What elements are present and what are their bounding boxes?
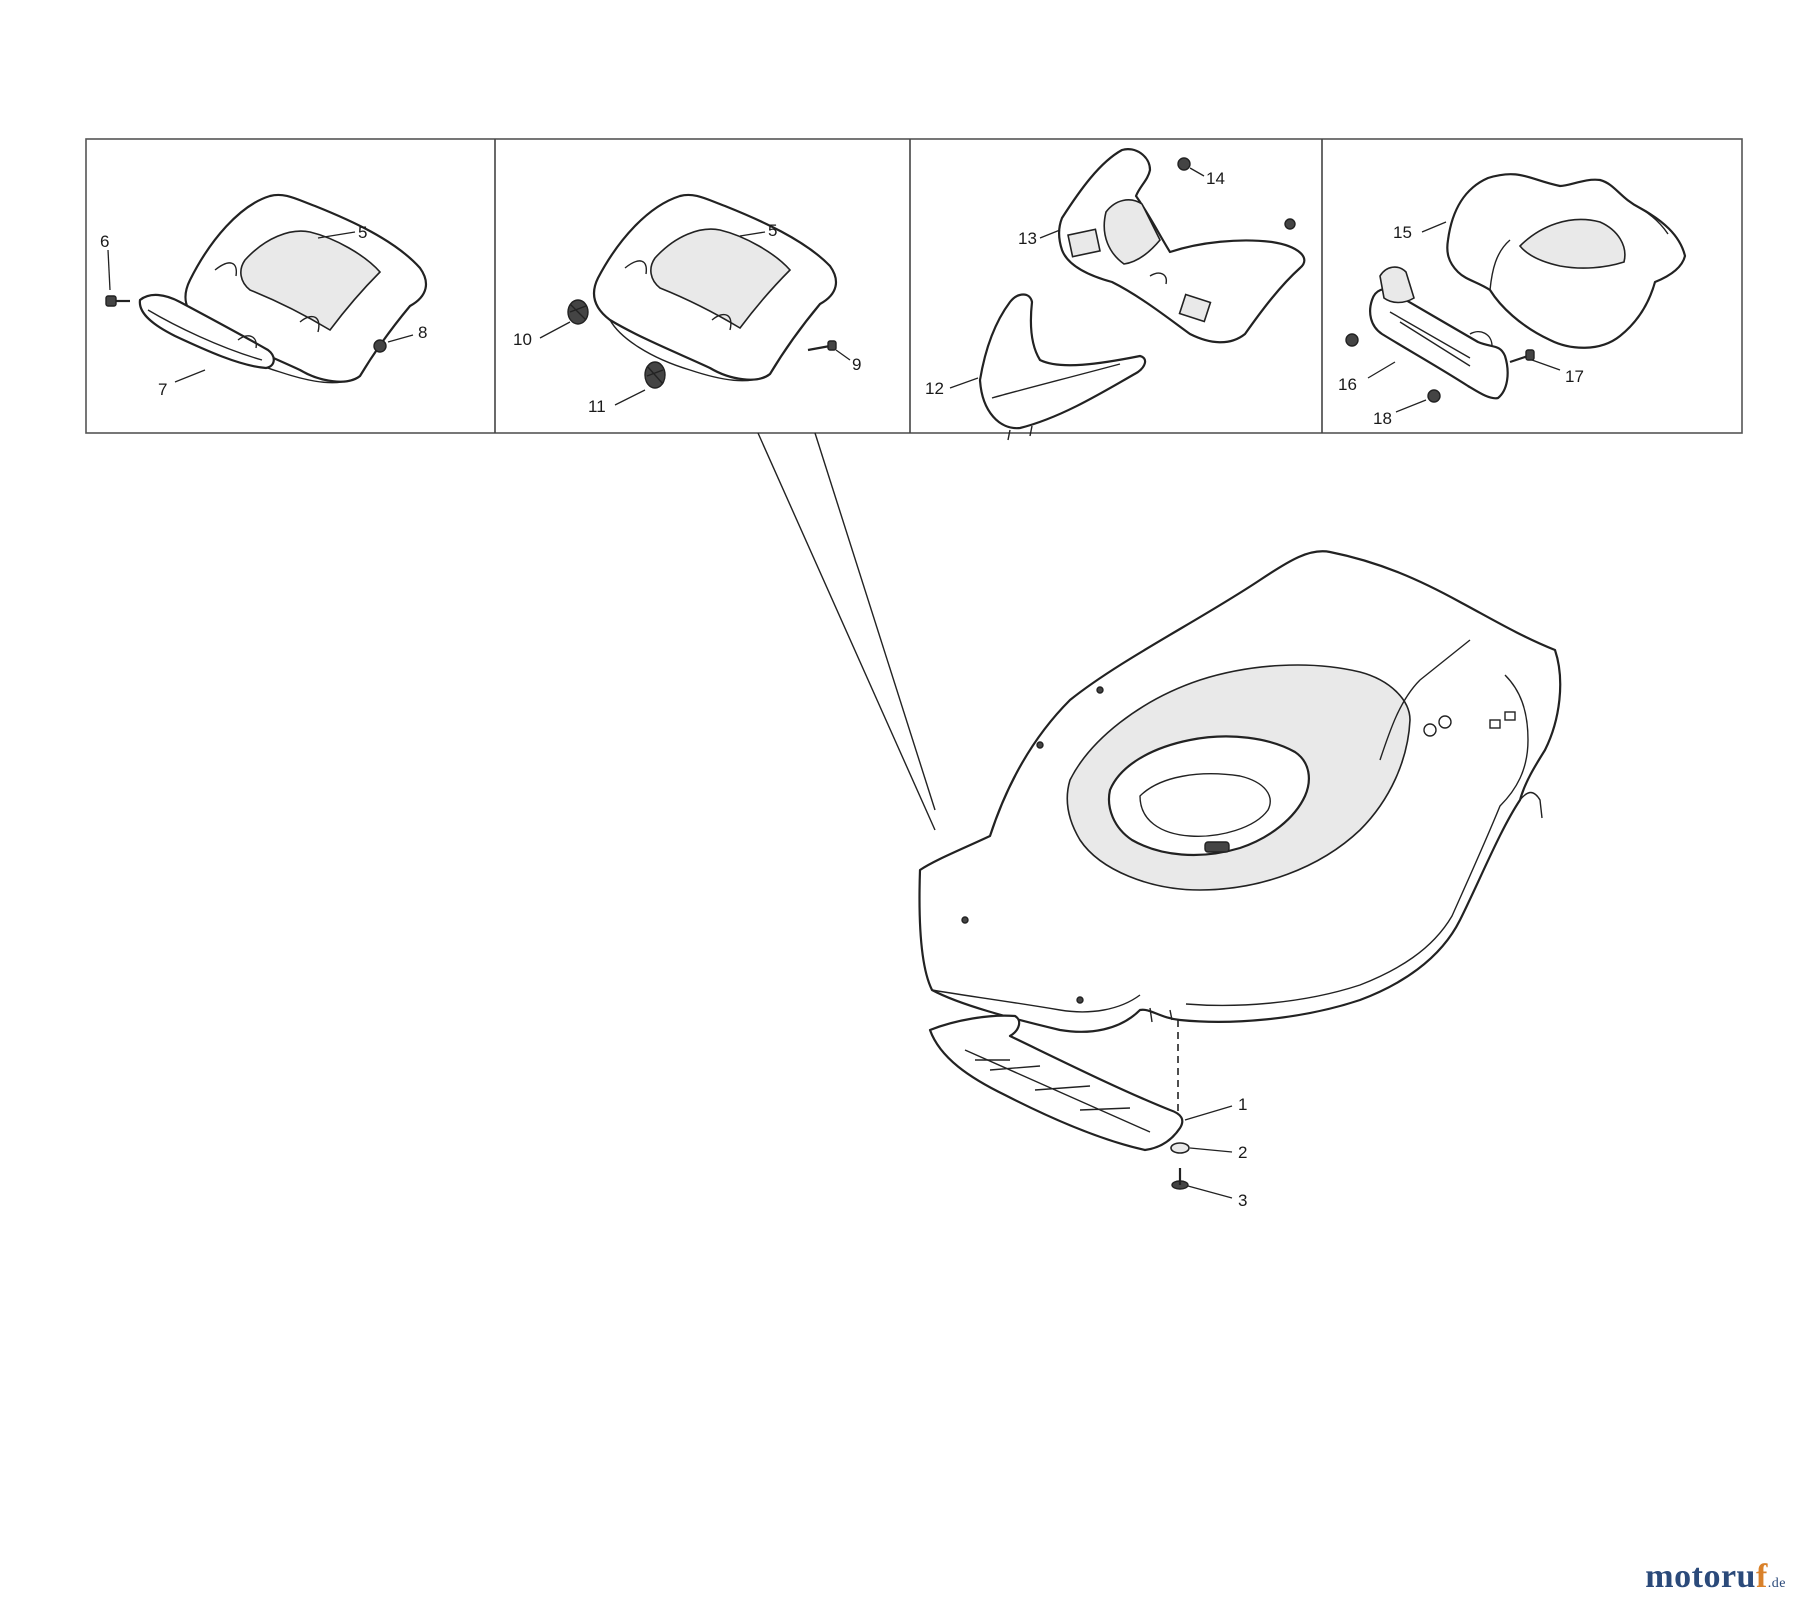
watermark-tld: .de [1767, 1576, 1786, 1591]
watermark-main: motoru [1645, 1558, 1756, 1595]
label-16: 16 [1338, 375, 1357, 394]
screw-3 [1171, 1168, 1189, 1190]
handle-7 [138, 293, 275, 370]
flap-12 [978, 293, 1147, 441]
bracket-16 [1369, 266, 1509, 400]
label-14: 14 [1206, 169, 1225, 188]
label-5-panel2: 5 [768, 221, 777, 240]
grass-bag-15 [1446, 173, 1687, 349]
nut-8 [373, 339, 387, 353]
label-11: 11 [588, 397, 606, 416]
label-2: 2 [1238, 1143, 1247, 1162]
label-1: 1 [1238, 1095, 1247, 1114]
label-3: 3 [1238, 1191, 1247, 1210]
spring-10 [567, 299, 589, 325]
screw-14 [1177, 157, 1191, 171]
cover-13 [1057, 148, 1306, 344]
panel-2: 5 10 11 9 [513, 193, 861, 416]
plate-1 [928, 1014, 1184, 1152]
panel-1: 6 5 7 8 [100, 193, 427, 399]
rear-flap-5-panel2 [592, 193, 838, 382]
callout-lines [757, 432, 936, 831]
label-6: 6 [100, 232, 109, 251]
nut-16-left [1345, 333, 1359, 347]
watermark-logo: motoruf.de [1645, 1558, 1786, 1596]
nut-18 [1427, 389, 1441, 403]
mower-deck [918, 550, 1562, 1033]
label-18: 18 [1373, 409, 1392, 428]
screw-6 [105, 295, 130, 307]
label-17: 17 [1565, 367, 1584, 386]
panel-3: 13 14 12 [925, 148, 1306, 441]
small-nut-panel3 [1284, 218, 1296, 230]
spring-11 [644, 361, 666, 389]
pin-9 [807, 340, 837, 352]
label-5-panel1: 5 [358, 223, 367, 242]
watermark-accent: f [1755, 1558, 1768, 1595]
label-8: 8 [418, 323, 427, 342]
washer-2 [1170, 1142, 1190, 1154]
label-12: 12 [925, 379, 944, 398]
panel-4: 15 16 17 18 [1338, 173, 1687, 428]
label-10: 10 [513, 330, 532, 349]
screw-17 [1509, 349, 1535, 364]
label-13: 13 [1018, 229, 1037, 248]
label-15: 15 [1393, 223, 1412, 242]
label-9: 9 [852, 355, 861, 374]
label-7: 7 [158, 380, 167, 399]
